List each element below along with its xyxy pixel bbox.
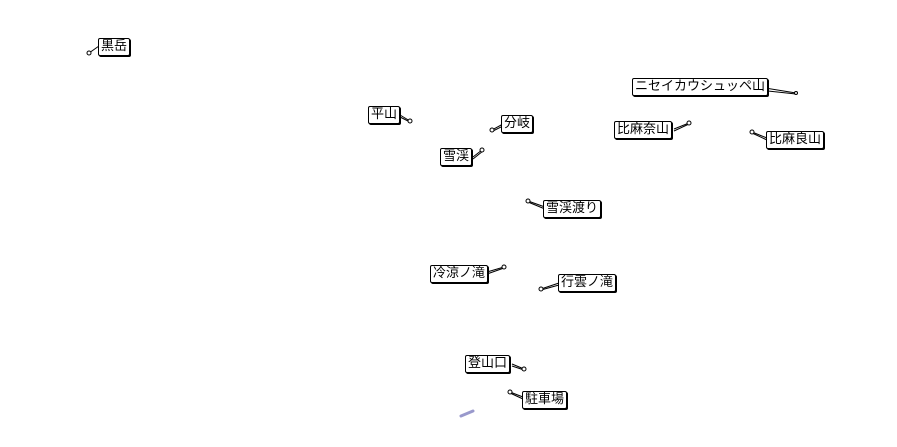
place-label-hirayama[interactable]: 平山 xyxy=(368,106,401,124)
point-marker-sekkei-watari xyxy=(525,198,531,204)
point-marker-kurodake xyxy=(86,50,92,56)
point-marker-hima-nai xyxy=(686,120,692,126)
place-label-reiryo[interactable]: 冷涼ノ滝 xyxy=(430,265,489,283)
place-label-hima-nai[interactable]: 比麻奈山 xyxy=(614,121,673,139)
place-label-bunki[interactable]: 分岐 xyxy=(501,115,534,133)
point-marker-bunki xyxy=(489,127,495,133)
place-label-kouun[interactable]: 行雲ノ滝 xyxy=(558,274,617,292)
point-marker-sekkei xyxy=(479,147,485,153)
point-marker-chushajo xyxy=(507,389,513,395)
point-marker-hirayama xyxy=(407,118,413,124)
point-marker-hima-ryo xyxy=(749,129,755,135)
place-label-tozanguchi[interactable]: 登山口 xyxy=(465,355,511,373)
point-marker-tozanguchi xyxy=(521,366,527,372)
gps-track-segment xyxy=(459,409,475,418)
point-marker-reiryo xyxy=(501,264,507,270)
place-label-hima-ryo[interactable]: 比麻良山 xyxy=(766,131,825,149)
map-point-markers xyxy=(86,50,798,395)
place-label-sekkei-watari[interactable]: 雪渓渡り xyxy=(543,200,602,218)
place-label-sekkei[interactable]: 雪渓 xyxy=(440,148,473,166)
place-label-kurodake[interactable]: 黒岳 xyxy=(98,38,131,56)
place-label-chushajo[interactable]: 駐車場 xyxy=(522,391,568,409)
point-marker-niseikaushuppe xyxy=(794,91,798,95)
point-marker-kouun xyxy=(538,286,544,292)
place-label-niseikaushuppe[interactable]: ニセイカウシュッペ山 xyxy=(632,78,769,96)
